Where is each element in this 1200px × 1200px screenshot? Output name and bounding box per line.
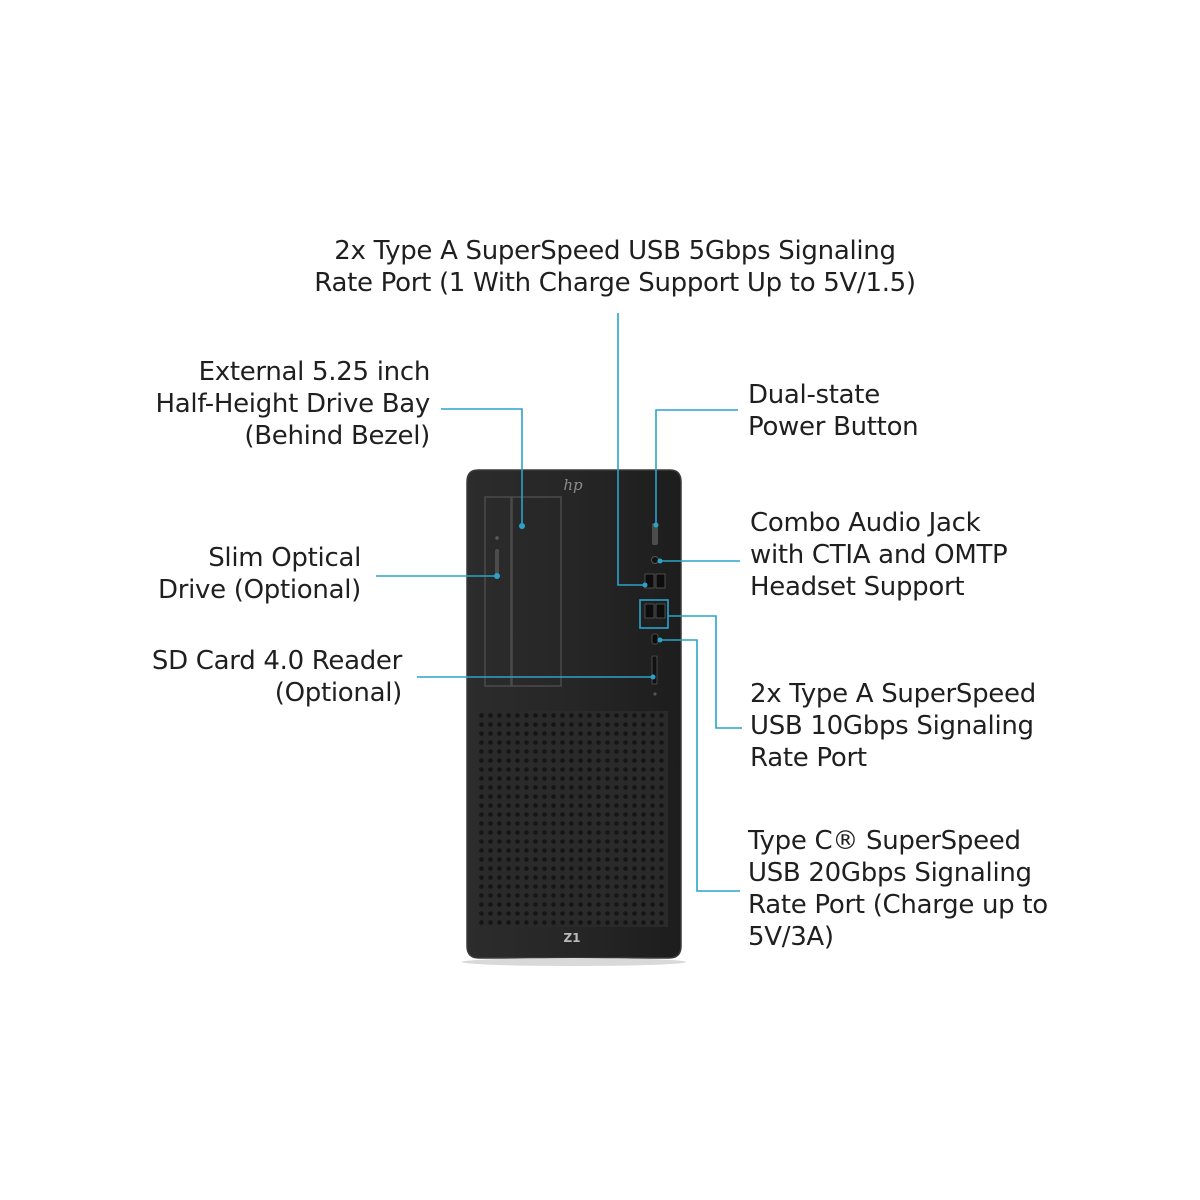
eject-button: [495, 549, 499, 577]
callout-drive-bay: External 5.25 inch Half-Height Drive Bay…: [100, 356, 431, 452]
usb5-port-icon: [644, 573, 655, 589]
leader-lines: [376, 313, 742, 892]
callout-line: (Optional): [274, 678, 403, 708]
front-mesh-grille: [479, 711, 668, 927]
sd-indicator-icon: [653, 692, 657, 696]
callout-usb10: 2x Type A SuperSpeed USB 10Gbps Signalin…: [750, 678, 1070, 774]
hp-logo: hp: [563, 476, 583, 494]
usb5-port-icon: [655, 573, 666, 589]
callout-line: SD Card 4.0 Reader: [151, 646, 402, 676]
sd-card-slot-icon: [651, 655, 658, 685]
callout-power: Dual-state Power Button: [748, 379, 1048, 443]
usb10-port-icon: [644, 603, 655, 619]
callout-line: 2x Type A SuperSpeed USB 5Gbps Signaling: [334, 236, 896, 266]
usb10-port-icon: [655, 603, 666, 619]
callout-line: External 5.25 inch: [198, 357, 431, 387]
callout-line: Combo Audio Jack: [750, 508, 981, 538]
leader-typec: [660, 639, 740, 892]
callout-line: Half-Height Drive Bay: [155, 389, 431, 419]
svg-text:hp: hp: [563, 476, 583, 494]
front-io-panel: [644, 523, 666, 696]
leader-power: [655, 409, 738, 525]
callout-line: USB 20Gbps Signaling: [748, 858, 1032, 888]
callout-line: with CTIA and OMTP: [750, 540, 1008, 570]
leader-usb10-box: [639, 599, 669, 629]
callout-line: Rate Port (Charge up to: [748, 890, 1048, 920]
callout-line: Dual-state: [748, 380, 880, 410]
leader-top-usb5: [617, 313, 645, 586]
power-button-icon: [652, 523, 658, 545]
callout-line: Slim Optical: [208, 543, 361, 573]
callout-line: USB 10Gbps Signaling: [750, 711, 1034, 741]
callout-audio: Combo Audio Jack with CTIA and OMTP Head…: [750, 507, 1050, 603]
callout-top-usb5: 2x Type A SuperSpeed USB 5Gbps Signaling…: [300, 235, 930, 299]
callout-line: Rate Port: [750, 743, 867, 773]
callout-line: Power Button: [748, 412, 919, 442]
callout-line: Type C® SuperSpeed: [748, 826, 1021, 856]
leader-usb10: [668, 615, 742, 729]
optical-drive-bay: [484, 496, 562, 687]
eject-indicator-icon: [495, 536, 499, 540]
callout-optical: Slim Optical Drive (Optional): [100, 542, 361, 606]
callout-line: 5V/3A): [748, 922, 834, 952]
callout-line: 2x Type A SuperSpeed: [750, 679, 1036, 709]
audio-jack-icon: [651, 556, 659, 564]
callout-typec: Type C® SuperSpeed USB 20Gbps Signaling …: [748, 825, 1068, 953]
callout-line: Headset Support: [750, 572, 965, 602]
usb-c-port-icon: [651, 633, 659, 645]
model-badge: Z1: [563, 931, 580, 945]
callout-sd-card: SD Card 4.0 Reader (Optional): [100, 645, 402, 709]
callout-line: Drive (Optional): [158, 575, 361, 605]
callout-line: (Behind Bezel): [244, 421, 430, 451]
leader-drive-bay: [441, 408, 523, 526]
callout-line: Rate Port (1 With Charge Support Up to 5…: [314, 268, 916, 298]
